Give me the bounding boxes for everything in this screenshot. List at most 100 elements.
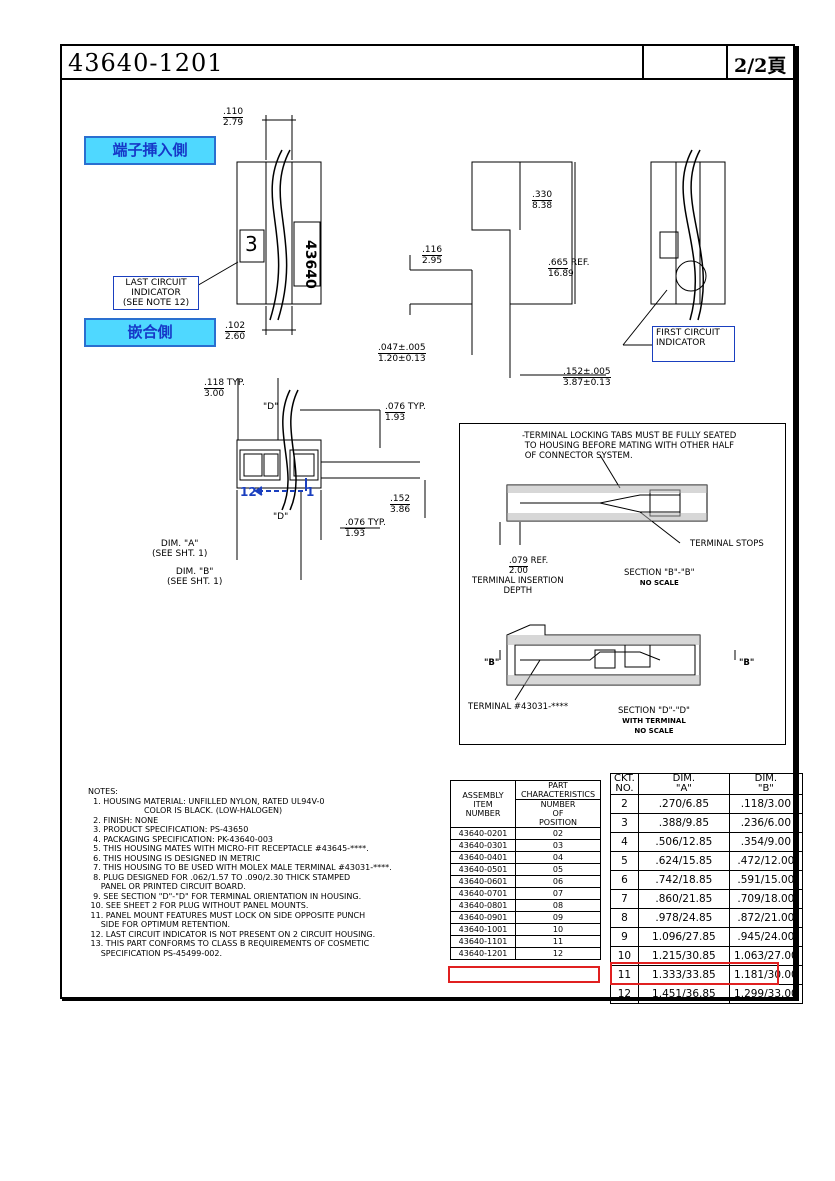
table-row: 3.388/9.85.236/6.00 [610, 813, 803, 833]
header-part: PART CHARACTERISTICS [515, 780, 601, 800]
notes-block: NOTES: 1. HOUSING MATERIAL: UNFILLED NYL… [88, 787, 448, 958]
section-bb-title: SECTION "B"-"B"NO SCALE [624, 568, 695, 587]
dim-076-bottom: .076 TYP.1.93 [345, 518, 386, 539]
ckt-no-cell: 8 [610, 908, 639, 928]
part-number-title: 43640-1201 [68, 49, 224, 77]
note-item: SPECIFICATION PS-45499-002. [88, 948, 223, 958]
header-positions: NUMBER OF POSITION [515, 799, 601, 828]
assembly-number-cell: 43640-0501 [450, 863, 516, 876]
marking-part-number: 43640 [302, 240, 318, 289]
note-item: PANEL OR PRINTED CIRCUIT BOARD. [88, 882, 246, 891]
section-views-box [459, 423, 786, 745]
ckt-no-cell: 9 [610, 927, 639, 947]
dim-b-cell: 1.299/33.00 [728, 984, 803, 1004]
note-item: 5. THIS HOUSING MATES WITH MICRO-FIT REC… [88, 844, 369, 853]
header-assembly: ASSEMBLY ITEM NUMBER [450, 780, 516, 828]
insertion-depth-dim: .079 REF.2.00 [509, 556, 549, 576]
assembly-number-cell: 43640-0801 [450, 899, 516, 912]
ckt-no-cell: 12 [610, 984, 639, 1004]
divider [642, 46, 644, 78]
dim-b-cell: .472/12.00 [728, 851, 803, 871]
dim-b-cell: .236/6.00 [728, 813, 803, 833]
page-number: 2/2頁 [734, 55, 787, 77]
note-item: 6. THIS HOUSING IS DESIGNED IN METRIC [88, 853, 261, 863]
note-item: 1. HOUSING MATERIAL: UNFILLED NYLON, RAT… [88, 796, 325, 806]
dim-b-cell: .118/3.00 [728, 794, 803, 814]
assembly-number-cell: 43640-0201 [450, 827, 516, 840]
part-marking [293, 221, 321, 287]
assembly-number-cell: 43640-0401 [450, 851, 516, 864]
divider [726, 46, 728, 78]
positions-cell: 04 [515, 851, 601, 864]
positions-cell: 09 [515, 911, 601, 924]
positions-cell: 06 [515, 875, 601, 888]
dim-b-cell: 1.063/27.00 [728, 946, 803, 966]
assembly-number-cell: 43640-1001 [450, 923, 516, 936]
positions-cell: 02 [515, 827, 601, 840]
note-item: COLOR IS BLACK. (LOW-HALOGEN) [88, 806, 283, 815]
dim-b-cell: .709/18.00 [728, 889, 803, 909]
insertion-depth-label: TERMINAL INSERTION DEPTH [472, 576, 564, 596]
ckt-no-cell: 4 [610, 832, 639, 852]
marking-number: 3 [245, 232, 258, 256]
first-circuit-callout: FIRST CIRCUIT INDICATOR [652, 326, 735, 362]
ckt-no-cell: 6 [610, 870, 639, 890]
positions-cell: 03 [515, 839, 601, 852]
ckt-no-cell: 5 [610, 851, 639, 871]
table-row: 2.270/6.85.118/3.00 [610, 794, 803, 814]
section-b-mark-right: "B" [739, 658, 755, 668]
table-row: 5.624/15.85.472/12.00 [610, 851, 803, 871]
locking-note: -TERMINAL LOCKING TABS MUST BE FULLY SEA… [522, 431, 737, 461]
note-item: 9. SEE SECTION "D"-"D" FOR TERMINAL ORIE… [88, 891, 362, 901]
positions-cell: 12 [515, 947, 601, 960]
assembly-number-cell: 43640-1201 [450, 947, 516, 960]
assembly-number-cell: 43640-0701 [450, 887, 516, 900]
position-1-label: 1 [306, 485, 315, 499]
positions-cell: 07 [515, 887, 601, 900]
note-item: 4. PACKAGING SPECIFICATION: PK-43640-003 [88, 834, 274, 844]
assembly-number-cell: 43640-1101 [450, 935, 516, 948]
notes-heading: NOTES: [88, 787, 118, 796]
title-bar: 43640-1201 2/2頁 [62, 46, 793, 80]
header-dim-b: DIM. "B" [728, 773, 803, 795]
dim-a-cell: .270/6.85 [637, 794, 730, 814]
note-item: SIDE FOR OPTIMUM RETENTION. [88, 920, 231, 929]
note-item: 11. PANEL MOUNT FEATURES MUST LOCK ON SI… [88, 910, 366, 920]
dim-a-cell: .624/15.85 [637, 851, 730, 871]
note-item: 10. SEE SHEET 2 FOR PLUG WITHOUT PANEL M… [88, 901, 309, 910]
table-row: 7.860/21.85.709/18.00 [610, 889, 803, 909]
assembly-number-cell: 43640-0601 [450, 875, 516, 888]
highlight-ckt-row [610, 962, 779, 985]
ckt-no-cell: 2 [610, 794, 639, 814]
note-item: 7. THIS HOUSING TO BE USED WITH MOLEX MA… [88, 863, 392, 872]
dim-a-cell: 1.333/33.85 [637, 965, 730, 985]
circuit-dim-table: CKT. NO. DIM. "A" DIM. "B" 2.270/6.85.11… [610, 773, 803, 1004]
parts-table: ASSEMBLY ITEM NUMBER PART CHARACTERISTIC… [450, 780, 601, 960]
terminal-stops-label: TERMINAL STOPS [690, 539, 764, 549]
ckt-no-cell: 7 [610, 889, 639, 909]
table-row: 6.742/18.85.591/15.00 [610, 870, 803, 890]
dim-b-note: DIM. "B" (SEE SHT. 1) [167, 567, 223, 587]
sheet-shadow [62, 997, 799, 1001]
note-item: 13. THIS PART CONFORMS TO CLASS B REQUIR… [88, 939, 370, 948]
ckt-no-cell: 3 [610, 813, 639, 833]
dim-a-cell: .860/21.85 [637, 889, 730, 909]
dim-118: .118 TYP.3.00 [204, 378, 245, 399]
positions-cell: 11 [515, 935, 601, 948]
dim-a-cell: .978/24.85 [637, 908, 730, 928]
